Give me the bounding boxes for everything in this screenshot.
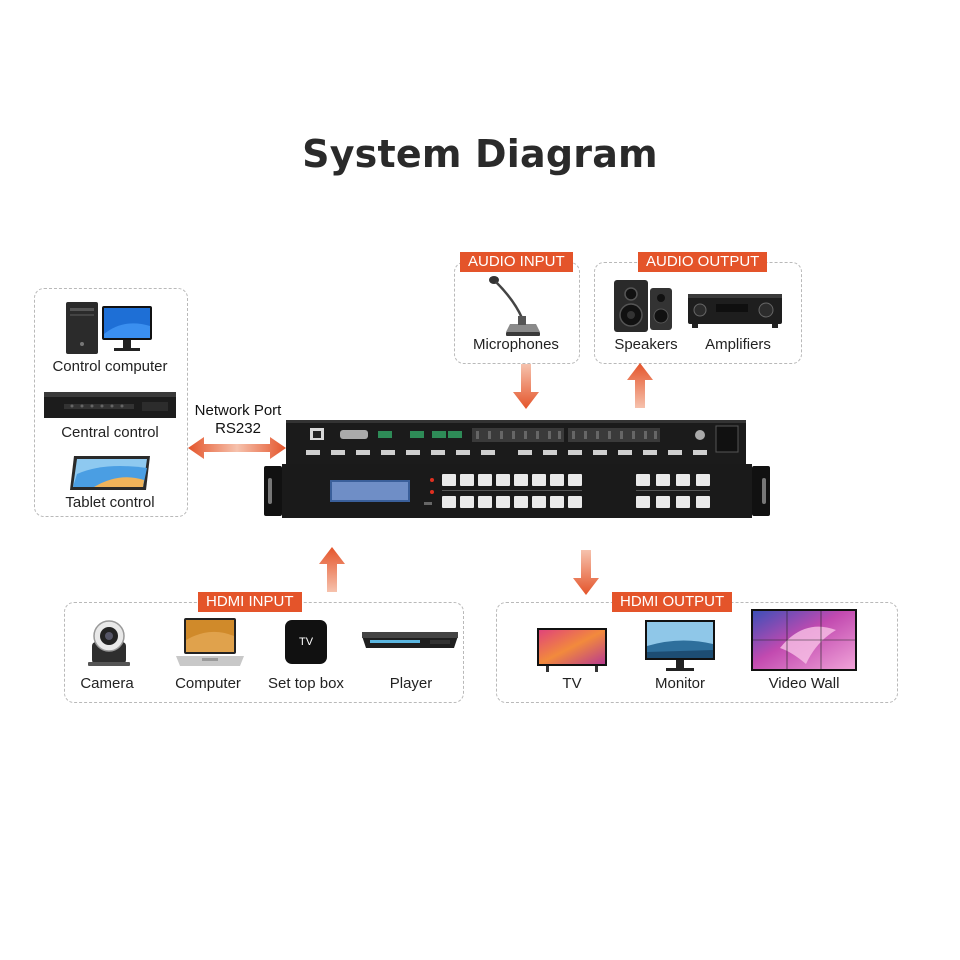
tablet-control-label: Tablet control <box>65 494 155 511</box>
amplifiers-label: Amplifiers <box>705 336 771 353</box>
amplifier-icon <box>688 294 782 328</box>
hdmi-output-arrow-icon <box>573 550 599 595</box>
camera-label: Camera <box>80 675 134 692</box>
tv-label: TV <box>562 675 582 692</box>
control-computer-icon <box>66 302 152 354</box>
camera-icon <box>88 620 130 666</box>
audio-input-tag: AUDIO INPUT <box>460 252 573 272</box>
control-computer-label: Control computer <box>52 358 168 375</box>
bidirectional-arrow-icon <box>188 437 286 459</box>
audio-output-arrow-icon <box>627 363 653 408</box>
player-icon <box>362 632 458 648</box>
network-port-label: Network Port <box>194 402 282 419</box>
video-wall-icon <box>751 609 857 671</box>
page-title: System Diagram <box>302 132 658 176</box>
matrix-front-panel <box>264 464 770 518</box>
tablet-control-icon <box>70 456 150 490</box>
hdmi-input-box <box>64 602 464 703</box>
audio-input-box <box>454 262 580 364</box>
speakers-label: Speakers <box>614 336 678 353</box>
microphones-label: Microphones <box>473 336 559 353</box>
audio-input-arrow-icon <box>513 364 539 409</box>
rs232-label: RS232 <box>215 420 261 437</box>
hdmi-output-tag: HDMI OUTPUT <box>612 592 733 612</box>
player-label: Player <box>389 675 433 692</box>
hdmi-input-arrow-icon <box>319 547 345 592</box>
monitor-icon <box>645 620 715 671</box>
speakers-icon <box>614 280 672 332</box>
central-control-label: Central control <box>61 424 159 441</box>
computer-label: Computer <box>175 675 241 692</box>
hdmi-input-tag: HDMI INPUT <box>198 592 302 612</box>
microphone-icon <box>489 276 540 336</box>
set-top-box-label: Set top box <box>268 675 344 692</box>
matrix-rear-panel <box>286 420 746 464</box>
video-wall-label: Video Wall <box>768 675 840 692</box>
central-control-icon <box>44 392 176 418</box>
audio-output-tag: AUDIO OUTPUT <box>638 252 768 272</box>
monitor-label: Monitor <box>654 675 706 692</box>
tv-icon <box>537 628 607 672</box>
set-top-box-icon: TV <box>285 620 327 664</box>
computer-laptop-icon <box>176 618 244 666</box>
